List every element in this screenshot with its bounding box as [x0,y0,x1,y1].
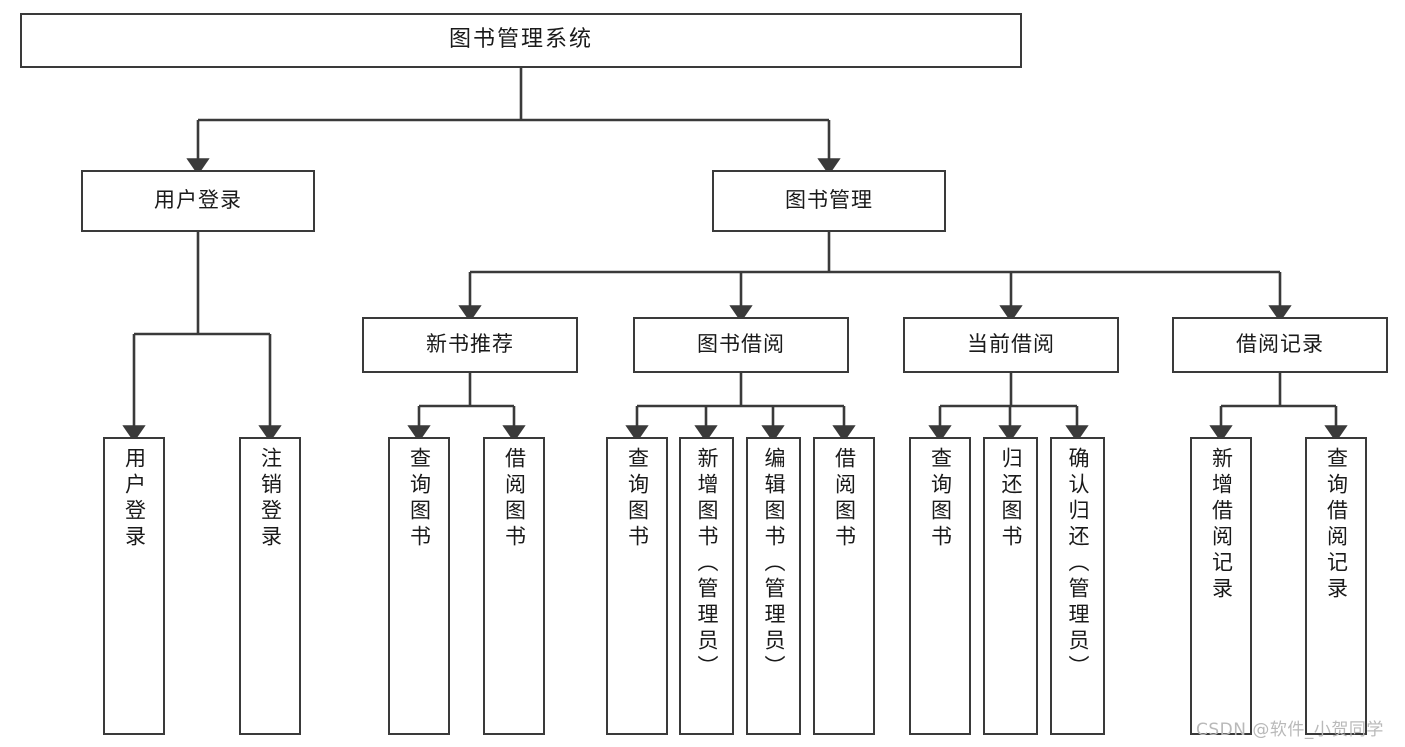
node-leaf-borrow-book-2[interactable]: 借阅图书 [813,437,875,735]
node-leaf-query-record[interactable]: 查询借阅记录 [1305,437,1367,735]
node-leaf-edit-book-label: 编辑图书（管理员） [762,447,786,681]
node-leaf-add-book[interactable]: 新增图书（管理员） [679,437,734,735]
node-leaf-confirm-return-label: 确认归还（管理员） [1066,447,1090,681]
watermark: CSDN @软件_小贺同学 [1196,720,1384,740]
node-new-book-recommend-label: 新书推荐 [426,332,514,357]
node-leaf-add-record[interactable]: 新增借阅记录 [1190,437,1252,735]
node-leaf-query-book-2-label: 查询图书 [625,447,650,551]
node-leaf-borrow-book-1-label: 借阅图书 [502,447,527,551]
node-leaf-query-book-2[interactable]: 查询图书 [606,437,668,735]
node-book-manage-label: 图书管理 [785,188,873,213]
node-leaf-user-logout[interactable]: 注销登录 [239,437,301,735]
node-leaf-return-book[interactable]: 归还图书 [983,437,1038,735]
node-leaf-query-record-label: 查询借阅记录 [1324,447,1349,603]
node-root[interactable]: 图书管理系统 [20,13,1022,68]
node-leaf-query-book-3[interactable]: 查询图书 [909,437,971,735]
node-leaf-user-logout-label: 注销登录 [258,447,283,551]
node-leaf-edit-book[interactable]: 编辑图书（管理员） [746,437,801,735]
node-current-borrow[interactable]: 当前借阅 [903,317,1119,373]
node-leaf-borrow-book-2-label: 借阅图书 [832,447,857,551]
node-leaf-add-book-label: 新增图书（管理员） [695,447,719,681]
node-book-borrow-label: 图书借阅 [697,332,785,357]
node-book-borrow[interactable]: 图书借阅 [633,317,849,373]
node-leaf-add-record-label: 新增借阅记录 [1209,447,1234,603]
node-leaf-confirm-return[interactable]: 确认归还（管理员） [1050,437,1105,735]
node-borrow-record[interactable]: 借阅记录 [1172,317,1388,373]
node-root-label: 图书管理系统 [448,27,593,53]
node-current-borrow-label: 当前借阅 [967,332,1055,357]
node-leaf-borrow-book-1[interactable]: 借阅图书 [483,437,545,735]
node-leaf-user-login[interactable]: 用户登录 [103,437,165,735]
node-book-manage[interactable]: 图书管理 [712,170,946,232]
node-user-login-label: 用户登录 [154,188,242,213]
node-leaf-user-login-label: 用户登录 [122,447,147,551]
node-user-login[interactable]: 用户登录 [81,170,315,232]
node-leaf-query-book-3-label: 查询图书 [928,447,953,551]
node-leaf-query-book-1[interactable]: 查询图书 [388,437,450,735]
node-leaf-return-book-label: 归还图书 [999,447,1023,551]
node-new-book-recommend[interactable]: 新书推荐 [362,317,578,373]
node-borrow-record-label: 借阅记录 [1236,332,1324,357]
node-leaf-query-book-1-label: 查询图书 [407,447,432,551]
